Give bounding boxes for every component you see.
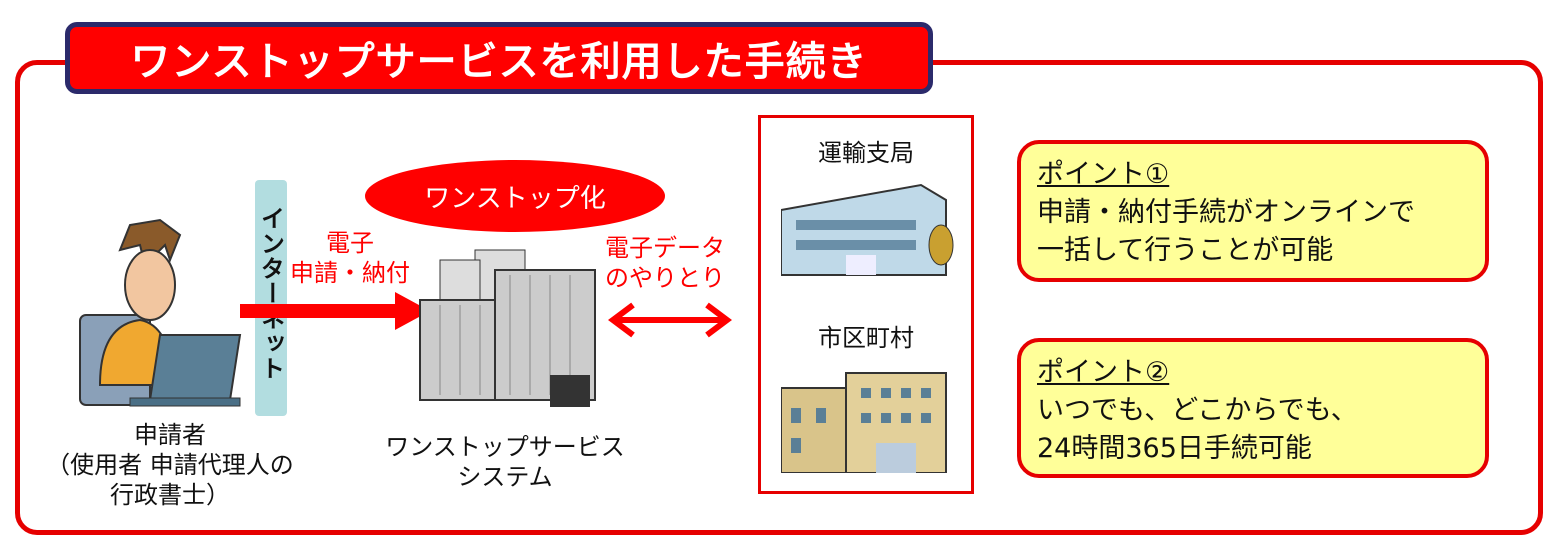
point-text: いつでも、どこからでも、: [1037, 395, 1358, 426]
double-arrow-icon: [608, 302, 732, 338]
onestop-ellipse: ワンストップ化: [365, 160, 665, 232]
point-text: 24時間365日手続可能: [1037, 433, 1312, 464]
label-line: システム: [457, 463, 553, 491]
building-icon: [781, 372, 947, 473]
server-illustration: [419, 249, 596, 407]
label-line: のやりとり: [605, 264, 725, 292]
page-title: ワンストップサービスを利用した手続き: [65, 22, 933, 94]
label-line: 電子: [326, 229, 374, 257]
e-application-label: 電子 申請・納付: [285, 228, 415, 288]
arrow-right-icon: [240, 292, 430, 330]
offices-box: 運輸支局 市区町村: [758, 115, 974, 494]
applicant-illustration: [79, 218, 242, 407]
point-heading: ポイント①: [1037, 159, 1170, 190]
applicant-name: 申請者: [134, 421, 206, 449]
label-line: 申請・納付: [290, 259, 410, 287]
internet-bar: インターネット: [255, 180, 287, 416]
office-transport-bureau: 運輸支局: [818, 139, 914, 167]
point-2-box: ポイント② いつでも、どこからでも、 24時間365日手続可能: [1017, 338, 1489, 478]
label-line: 電子データ: [605, 234, 725, 262]
label-line: ワンストップサービス: [385, 433, 625, 461]
internet-label: インターネット: [256, 206, 285, 381]
applicant-label: 申請者 （使用者 申請代理人の 行政書士）: [30, 420, 310, 510]
applicant-detail: （使用者 申請代理人の: [46, 451, 294, 479]
point-text: 一括して行うことが可能: [1037, 235, 1334, 266]
office-municipality: 市区町村: [818, 324, 914, 352]
building-icon: [781, 183, 954, 276]
applicant-detail: 行政書士）: [110, 481, 230, 509]
data-exchange-label: 電子データ のやりとり: [595, 233, 735, 293]
point-heading: ポイント②: [1037, 357, 1170, 388]
point-1-box: ポイント① 申請・納付手続がオンラインで 一括して行うことが可能: [1017, 140, 1489, 282]
system-label: ワンストップサービス システム: [360, 432, 650, 492]
point-text: 申請・納付手続がオンラインで: [1037, 197, 1415, 228]
